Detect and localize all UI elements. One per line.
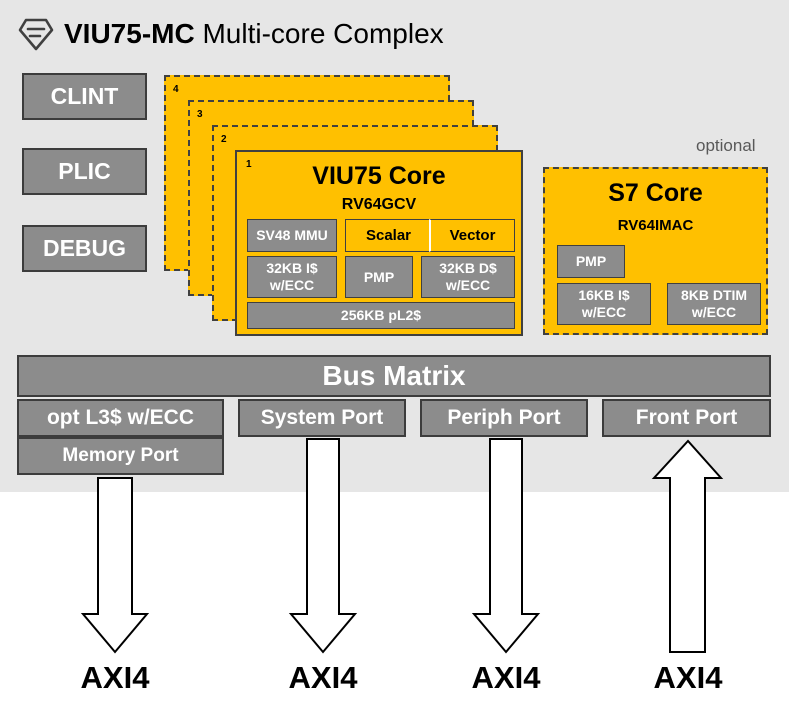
icache-block: 32KB I$ w/ECC <box>247 256 337 298</box>
system-port: System Port <box>238 399 406 437</box>
viu75-core-title: VIU75 Core <box>312 162 446 190</box>
vector-block: Vector <box>429 219 515 252</box>
l2-cache-block: 256KB pL2$ <box>247 302 515 329</box>
core-stack-number-1: 1 <box>246 159 252 170</box>
core-stack-number-3: 3 <box>197 109 203 120</box>
sv48-mmu-block: SV48 MMU <box>247 219 337 252</box>
sifive-logo-icon <box>18 18 54 51</box>
title-rest: Multi-core Complex <box>194 18 444 49</box>
front-port: Front Port <box>602 399 771 437</box>
title-bold: VIU75-MC <box>64 18 195 49</box>
l3-cache-port: opt L3$ w/ECC <box>17 399 224 437</box>
viu75-core-block: 1 VIU75 Core RV64GCV SV48 MMU Scalar Vec… <box>235 150 523 336</box>
axi4-label-memory: AXI4 <box>80 660 150 695</box>
clint-block: CLINT <box>22 73 147 120</box>
optional-label: optional <box>696 136 756 155</box>
s7-pmp-block: PMP <box>557 245 625 278</box>
periph-port: Periph Port <box>420 399 588 437</box>
memory-port: Memory Port <box>17 437 224 475</box>
viu75-core-isa: RV64GCV <box>341 196 417 213</box>
s7-icache-block: 16KB I$ w/ECC <box>557 283 651 325</box>
bus-matrix-block: Bus Matrix <box>17 355 771 397</box>
scalar-block: Scalar <box>345 219 431 252</box>
axi4-label-system: AXI4 <box>288 660 358 695</box>
memory-axi-arrow-down <box>80 477 150 654</box>
diagram-title: VIU75-MC Multi-core Complex <box>18 14 444 54</box>
axi4-label-periph: AXI4 <box>471 660 541 695</box>
pmp-block: PMP <box>345 256 413 298</box>
core-stack-number-4: 4 <box>173 84 179 95</box>
plic-block: PLIC <box>22 148 147 195</box>
s7-core-title: S7 Core <box>608 179 703 207</box>
dcache-block: 32KB D$ w/ECC <box>421 256 515 298</box>
s7-dtim-block: 8KB DTIM w/ECC <box>667 283 761 325</box>
axi4-label-front: AXI4 <box>653 660 723 695</box>
debug-block: DEBUG <box>22 225 147 272</box>
core-stack-number-2: 2 <box>221 134 227 145</box>
s7-core-isa: RV64IMAC <box>617 217 694 234</box>
s7-core-block: S7 Core RV64IMAC PMP 16KB I$ w/ECC 8KB D… <box>543 167 768 335</box>
